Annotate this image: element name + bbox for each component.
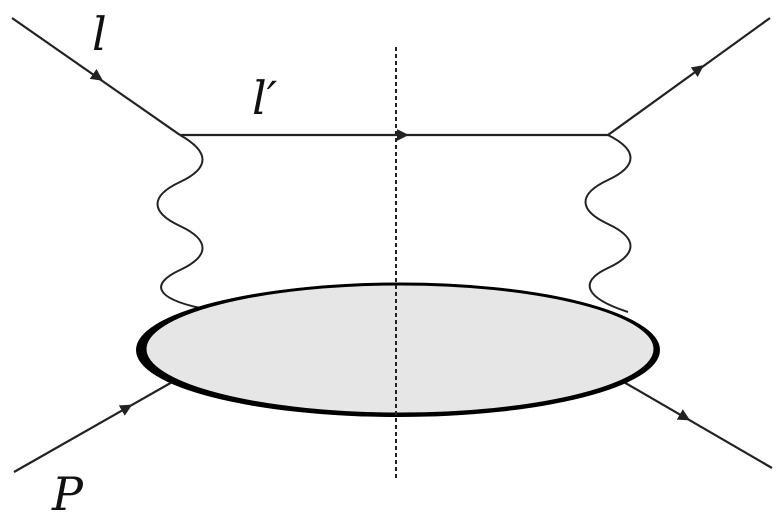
outgoing-hadron-line	[621, 380, 773, 469]
right-photon-line	[584, 134, 632, 313]
left-photon-line	[156, 134, 204, 309]
incoming-proton-line	[13, 380, 175, 473]
label-proton: P	[51, 467, 84, 521]
label-outgoing-lepton: l′	[252, 71, 278, 125]
label-incoming-lepton: l	[92, 7, 107, 61]
hadronic-blob	[143, 282, 657, 416]
final-lepton-line	[607, 17, 771, 136]
